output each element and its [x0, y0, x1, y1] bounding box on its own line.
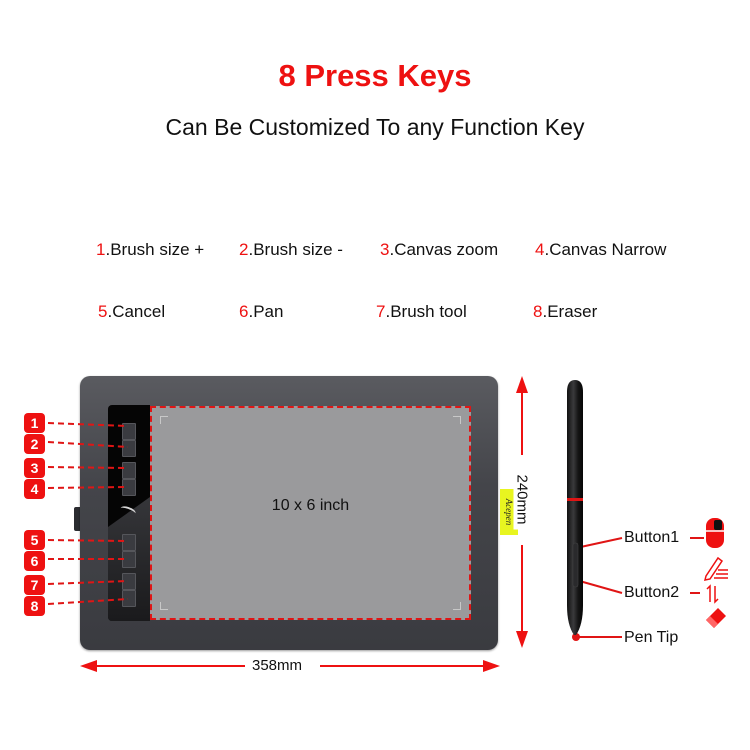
- corner-mark: [453, 416, 461, 424]
- page-title: 8 Press Keys: [278, 58, 472, 93]
- height-dimension-label: 240mm: [513, 469, 531, 530]
- key-badge-4: 4: [24, 479, 45, 499]
- pen-button1-label: Button1: [624, 529, 680, 546]
- corner-mark: [160, 602, 168, 610]
- page-subtitle: Can Be Customized To any Function Key: [165, 114, 585, 140]
- key-badge-7: 7: [24, 575, 45, 595]
- mouse-icon: [706, 518, 724, 548]
- stylus-pen: [567, 380, 583, 635]
- express-key-1[interactable]: [122, 423, 136, 440]
- corner-mark: [160, 416, 168, 424]
- express-key-3[interactable]: [122, 462, 136, 479]
- key-badge-3: 3: [24, 458, 45, 478]
- pen-function-icons: [703, 518, 728, 628]
- key-badge-5: 5: [24, 530, 45, 550]
- key-badge-8: 8: [24, 596, 45, 616]
- key-badge-1: 1: [24, 413, 45, 433]
- width-dimension-label: 358mm: [252, 657, 303, 674]
- function-item-2: 2.Brush size -: [239, 240, 343, 259]
- function-item-7: 7.Brush tool: [376, 302, 467, 321]
- pencil-icon: [703, 556, 728, 581]
- pen-tip-label: Pen Tip: [624, 629, 679, 646]
- function-item-4: 4.Canvas Narrow: [535, 240, 667, 259]
- express-key-2[interactable]: [122, 440, 136, 457]
- pen-button2-label: Button2: [624, 584, 680, 601]
- express-key-5[interactable]: [122, 534, 136, 551]
- key-badge-6: 6: [24, 551, 45, 571]
- tablet-side-port: [74, 507, 81, 531]
- swap-arrows-icon: [706, 584, 719, 604]
- eraser-icon: [706, 608, 726, 628]
- function-item-1: 1.Brush size +: [96, 240, 205, 259]
- corner-mark: [453, 602, 461, 610]
- function-item-8: 8.Eraser: [533, 302, 598, 321]
- key-badge-2: 2: [24, 434, 45, 454]
- express-key-panel: [108, 405, 150, 621]
- active-drawing-area[interactable]: [150, 406, 471, 620]
- active-area-size-label: 10 x 6 inch: [271, 497, 350, 514]
- function-item-3: 3.Canvas zoom: [380, 240, 499, 259]
- function-item-6: 6.Pan: [239, 302, 284, 321]
- function-item-5: 5.Cancel: [98, 302, 166, 321]
